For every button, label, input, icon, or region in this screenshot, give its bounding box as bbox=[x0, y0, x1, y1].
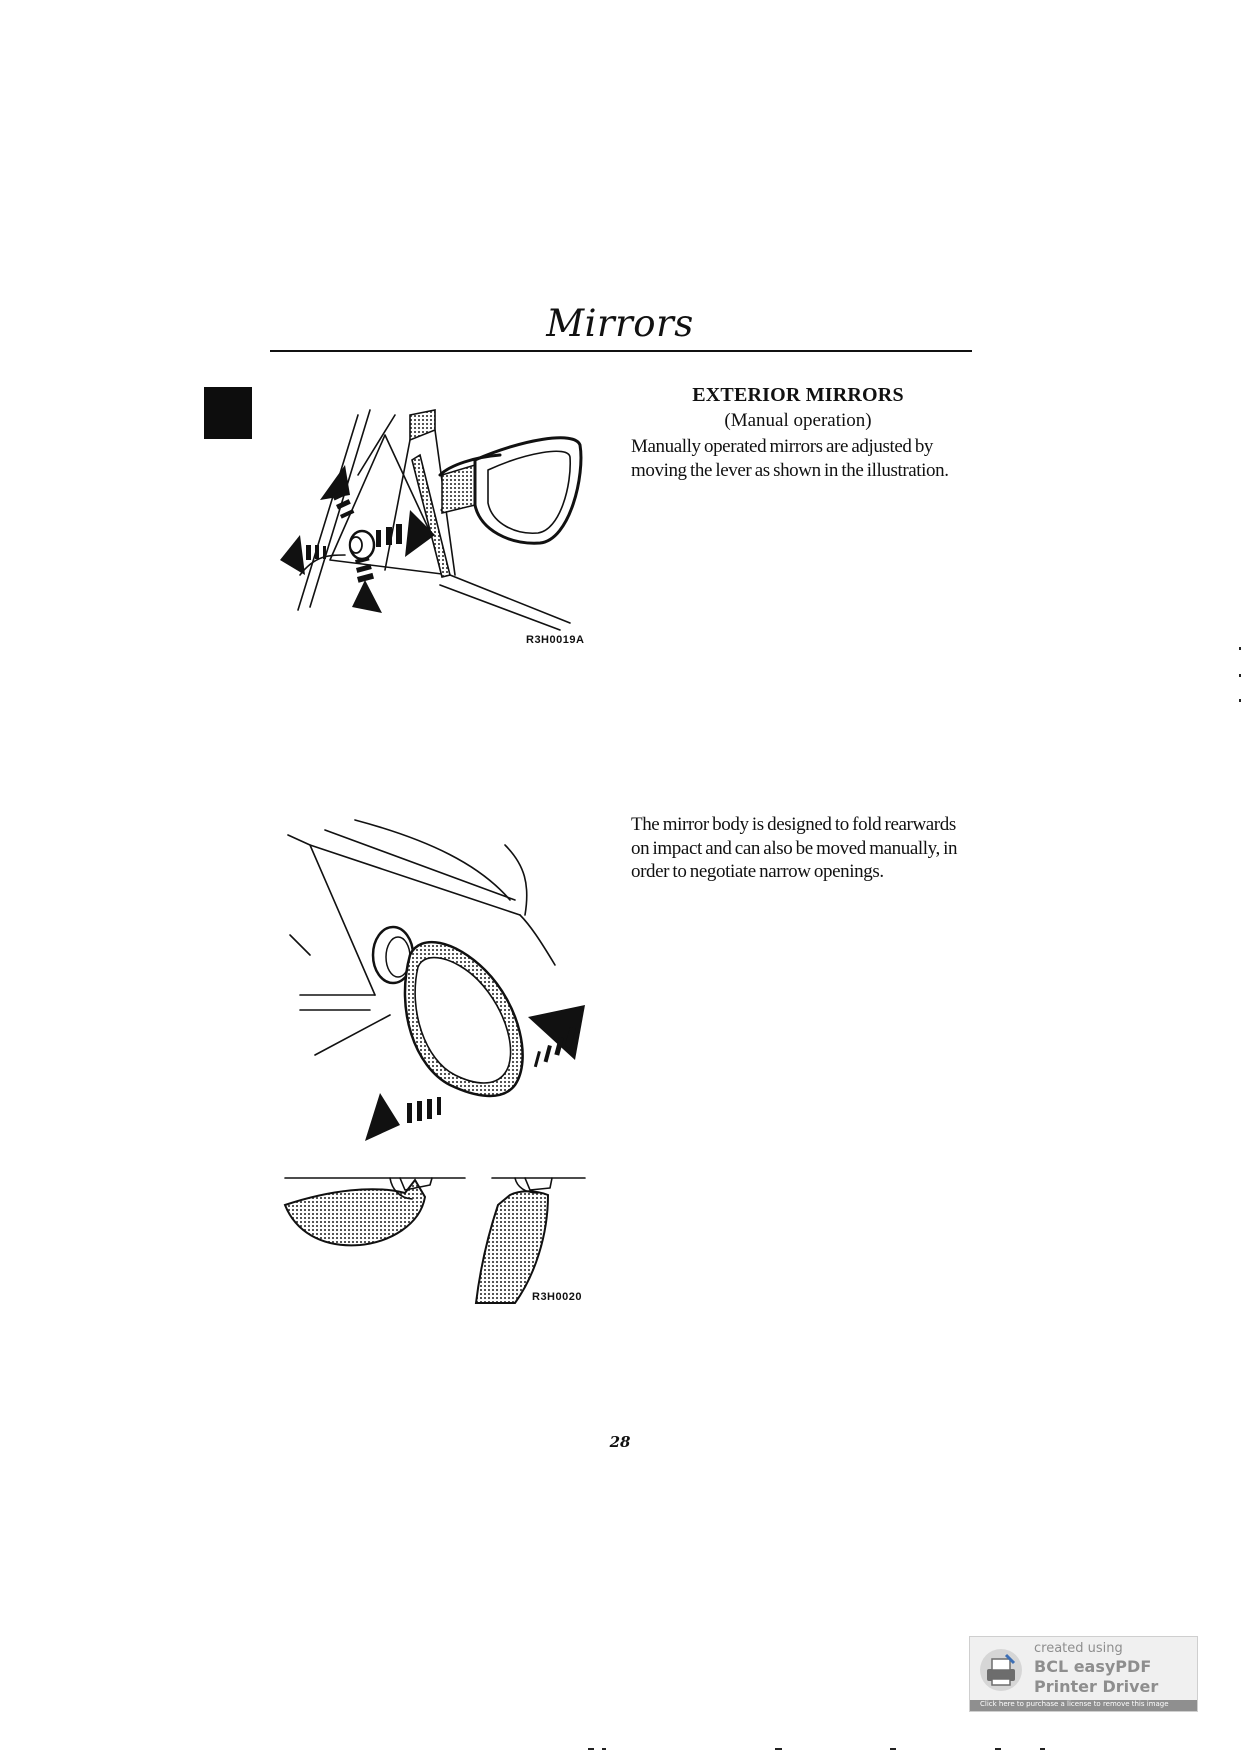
watermark-line-3: Printer Driver bbox=[1034, 1677, 1159, 1696]
scan-mark bbox=[602, 1748, 606, 1750]
scan-mark bbox=[1040, 1748, 1045, 1750]
watermark-line-1: created using bbox=[1034, 1641, 1123, 1656]
watermark-badge[interactable]: created using BCL easyPDF Printer Driver… bbox=[969, 1636, 1198, 1712]
figure-code: R3H0019A bbox=[526, 634, 585, 646]
mirror-fold-illustration bbox=[283, 819, 586, 1304]
scan-mark bbox=[588, 1748, 594, 1750]
page-title: Mirrors bbox=[546, 302, 694, 345]
watermark-purchase-link[interactable]: Click here to purchase a license to remo… bbox=[980, 1700, 1169, 1708]
edge-mark bbox=[1239, 699, 1241, 702]
section-thumb-tab bbox=[204, 387, 252, 439]
edge-mark bbox=[1239, 674, 1241, 677]
watermark-purchase-strip[interactable]: Click here to purchase a license to remo… bbox=[970, 1700, 1197, 1711]
section-heading: EXTERIOR MIRRORS bbox=[692, 384, 904, 406]
edge-mark bbox=[1239, 647, 1241, 650]
title-divider bbox=[270, 350, 972, 352]
manual-operation-paragraph: Manually operated mirrors are adjusted b… bbox=[631, 436, 949, 481]
section-subheading: (Manual operation) bbox=[724, 410, 872, 431]
scan-mark bbox=[775, 1748, 782, 1750]
page-number: 28 bbox=[609, 1433, 631, 1451]
mirror-adjust-illustration bbox=[280, 409, 583, 631]
fold-paragraph: The mirror body is designed to fold rear… bbox=[631, 814, 958, 882]
scan-mark bbox=[890, 1748, 896, 1750]
printer-icon bbox=[980, 1649, 1022, 1691]
figure-code: R3H0020 bbox=[532, 1291, 582, 1303]
watermark-line-2: BCL easyPDF bbox=[1034, 1657, 1152, 1676]
scan-mark bbox=[995, 1748, 1001, 1750]
